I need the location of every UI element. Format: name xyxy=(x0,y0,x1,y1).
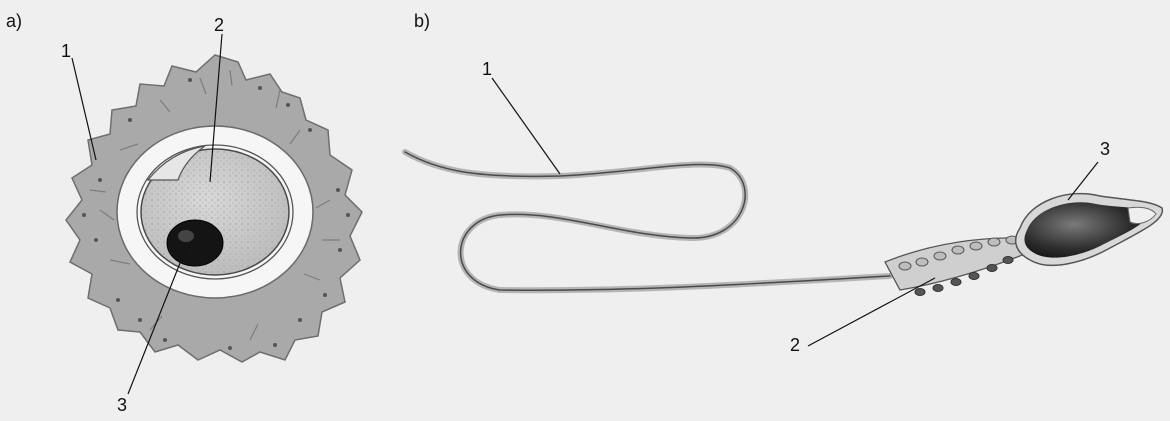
sperm-tail xyxy=(405,152,890,290)
egg-nucleus xyxy=(167,220,223,266)
callout-b3: 3 xyxy=(1100,140,1110,158)
panel-b-label: b) xyxy=(414,12,430,30)
leader-line-b1 xyxy=(492,78,560,174)
panel-a-label: a) xyxy=(6,12,22,30)
leader-line-b2 xyxy=(808,278,935,346)
callout-a2: 2 xyxy=(214,16,224,34)
callout-a1: 1 xyxy=(61,42,71,60)
egg-nucleolus xyxy=(178,230,194,242)
leader-line-a1 xyxy=(72,58,96,160)
egg-cell xyxy=(66,34,362,394)
sperm-cell xyxy=(405,78,1162,346)
callout-b2: 2 xyxy=(790,336,800,354)
callout-b1: 1 xyxy=(482,60,492,78)
callout-a3: 3 xyxy=(117,396,127,414)
